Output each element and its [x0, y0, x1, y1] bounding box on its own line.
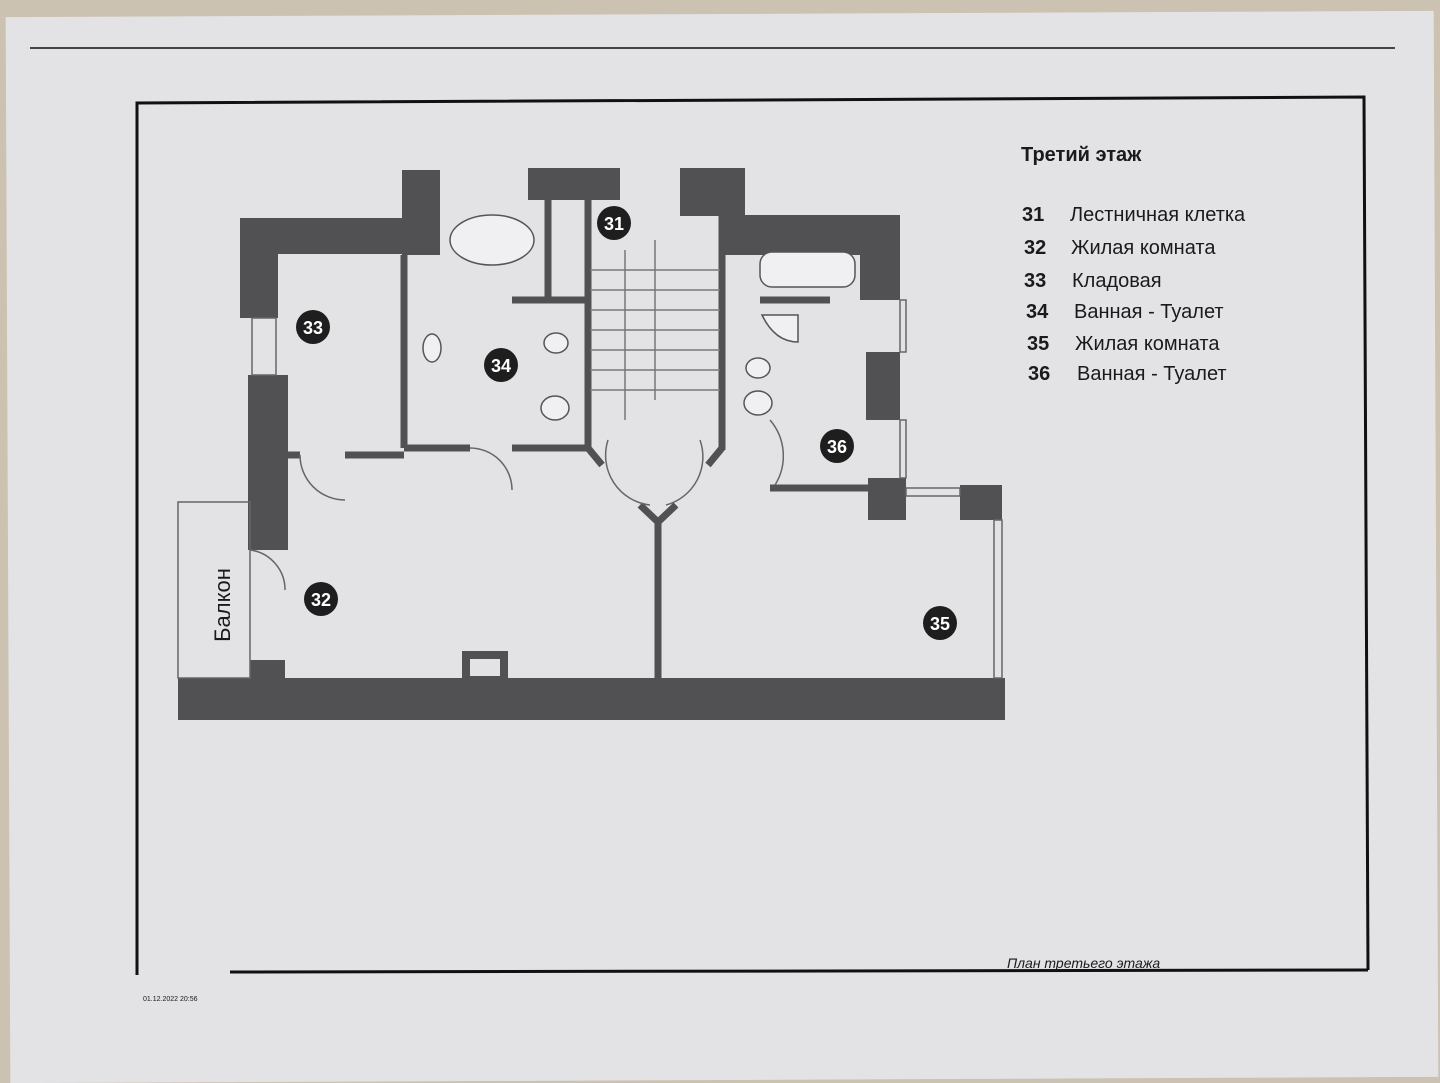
legend-num: 36 — [1028, 363, 1050, 385]
bathtub-icon — [759, 251, 856, 288]
room-marker-34: 34 — [491, 356, 511, 376]
walls — [178, 168, 1005, 720]
legend-label: Ванная - Туалет — [1077, 363, 1227, 385]
sink-icon — [745, 357, 771, 379]
legend-num: 31 — [1022, 204, 1044, 226]
toilet-icon — [540, 395, 570, 421]
legend-label: Лестничная клетка — [1070, 204, 1246, 226]
legend-num: 34 — [1026, 301, 1049, 323]
print-timestamp: 01.12.2022 20:56 — [143, 996, 198, 1003]
legend-label: Кладовая — [1072, 270, 1162, 292]
shower-icon — [760, 314, 799, 343]
room-marker-33: 33 — [303, 318, 323, 338]
room-marker-31: 31 — [604, 214, 624, 234]
plan-caption: План третьего этажа — [1007, 955, 1160, 971]
windows — [177, 299, 1003, 679]
room-marker-32: 32 — [311, 590, 331, 610]
room-marker-35: 35 — [930, 614, 950, 634]
legend-num: 35 — [1027, 333, 1049, 355]
legend-title: Третий этаж — [1021, 144, 1142, 166]
fixtures — [422, 214, 856, 421]
room-markers: 31 32 33 34 35 36 — [296, 206, 957, 640]
legend-label: Жилая комната — [1075, 333, 1220, 355]
toilet-icon — [743, 390, 773, 416]
stairs — [590, 240, 720, 420]
balcony-label: Балкон — [210, 568, 235, 642]
legend-label: Жилая комната — [1071, 237, 1216, 259]
sink-icon — [543, 332, 569, 354]
legend: Третий этаж 31 Лестничная клетка 32 Жила… — [1021, 144, 1246, 385]
frame-bottom-line — [229, 968, 1369, 974]
bathtub-icon — [449, 214, 535, 266]
doors — [249, 419, 785, 591]
drawing-frame — [135, 95, 1370, 975]
legend-num: 32 — [1024, 237, 1046, 259]
legend-label: Ванная - Туалет — [1074, 301, 1224, 323]
sink-icon — [422, 333, 442, 363]
room-marker-36: 36 — [827, 437, 847, 457]
partitions — [278, 200, 870, 678]
legend-num: 33 — [1024, 270, 1046, 292]
